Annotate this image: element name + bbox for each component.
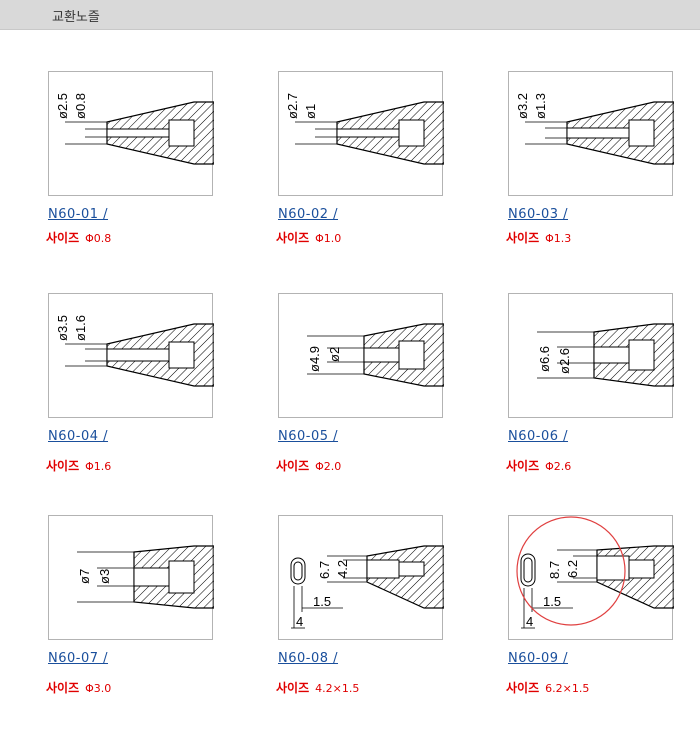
nozzle-drawing: 6.7 4.2 1.5 4: [290, 545, 444, 629]
slot-width-label: 1.5: [313, 594, 331, 609]
product-card: 6.7 4.2 1.5 4 N60-08 / 사이즈 4.2×1.5: [276, 515, 448, 695]
size-info: 사이즈 Φ1.3: [506, 229, 571, 246]
product-image[interactable]: ø3.5 ø1.6: [48, 293, 214, 418]
product-image[interactable]: ø2.5 ø0.8: [48, 71, 214, 196]
size-info: 사이즈 Φ0.8: [46, 229, 111, 246]
size-info: 사이즈 Φ3.0: [46, 679, 111, 696]
highlight-circle: [516, 516, 626, 626]
slot-length-label: 4: [526, 614, 533, 629]
inner-height-label: 6.2: [565, 560, 580, 578]
nozzle-drawing: ø3.2 ø1.3: [515, 93, 674, 165]
size-value: Φ1.0: [315, 232, 342, 245]
section-header: 교환노즐: [0, 0, 700, 30]
height-label: 6.7: [317, 561, 332, 579]
product-card: ø6.6 ø2.6 N60-06 / 사이즈 Φ2.6: [506, 293, 678, 473]
size-info: 사이즈 4.2×1.5: [276, 679, 359, 696]
size-info: 사이즈 Φ2.6: [506, 457, 571, 474]
size-label: 사이즈: [276, 681, 310, 695]
inner-diameter-label: ø2: [327, 347, 342, 362]
product-link[interactable]: N60-06 /: [508, 429, 569, 444]
size-info: 사이즈 6.2×1.5: [506, 679, 589, 696]
product-card: ø2.7 ø1 N60-02 / 사이즈 Φ1.0: [276, 71, 448, 245]
nozzle-drawing: ø7 ø3: [77, 545, 214, 609]
product-card: ø4.9 ø2 N60-05 / 사이즈 Φ2.0: [276, 293, 448, 473]
product-link[interactable]: N60-08 /: [278, 651, 339, 666]
size-info: 사이즈 Φ1.0: [276, 229, 341, 246]
nozzle-drawing: ø4.9 ø2: [307, 323, 444, 387]
size-label: 사이즈: [46, 231, 80, 245]
product-image[interactable]: 6.7 4.2 1.5 4: [278, 515, 444, 640]
nozzle-drawing: ø2.5 ø0.8: [55, 93, 214, 165]
outer-diameter-label: ø2.5: [55, 93, 70, 119]
product-card: ø3.2 ø1.3 N60-03 / 사이즈 Φ1.3: [506, 71, 678, 245]
product-link[interactable]: N60-07 /: [48, 651, 109, 666]
product-link[interactable]: N60-05 /: [278, 429, 339, 444]
size-value: 4.2×1.5: [315, 682, 360, 695]
section-title: 교환노즐: [52, 10, 100, 25]
outer-diameter-label: ø2.7: [285, 93, 300, 119]
product-link[interactable]: N60-02 /: [278, 207, 339, 222]
product-image[interactable]: ø4.9 ø2: [278, 293, 444, 418]
product-image[interactable]: ø7 ø3: [48, 515, 214, 640]
nozzle-drawing: ø6.6 ø2.6: [537, 323, 674, 387]
size-value: Φ3.0: [85, 682, 112, 695]
size-info: 사이즈 Φ2.0: [276, 457, 341, 474]
size-label: 사이즈: [276, 231, 310, 245]
size-label: 사이즈: [506, 459, 540, 473]
outer-diameter-label: ø4.9: [307, 346, 322, 372]
product-card: ø7 ø3 N60-07 / 사이즈 Φ3.0: [46, 515, 218, 695]
product-link[interactable]: N60-04 /: [48, 429, 109, 444]
outer-diameter-label: ø7: [77, 569, 92, 584]
inner-diameter-label: ø3: [97, 569, 112, 584]
size-label: 사이즈: [46, 459, 80, 473]
product-link[interactable]: N60-01 /: [48, 207, 109, 222]
inner-diameter-label: ø1.6: [73, 315, 88, 341]
product-link[interactable]: N60-09 /: [508, 651, 569, 666]
size-value: 6.2×1.5: [545, 682, 590, 695]
size-info: 사이즈 Φ1.6: [46, 457, 111, 474]
inner-diameter-label: ø0.8: [73, 93, 88, 119]
outer-diameter-label: ø3.2: [515, 93, 530, 119]
size-label: 사이즈: [506, 231, 540, 245]
nozzle-drawing: 8.7 6.2 1.5 4: [516, 516, 674, 629]
nozzle-drawing: ø2.7 ø1: [285, 93, 444, 165]
inner-diameter-label: ø1.3: [533, 93, 548, 119]
outer-diameter-label: ø3.5: [55, 315, 70, 341]
nozzle-drawing: ø3.5 ø1.6: [55, 315, 214, 387]
product-image[interactable]: ø6.6 ø2.6: [508, 293, 674, 418]
product-card: ø3.5 ø1.6 N60-04 / 사이즈 Φ1.6: [46, 293, 218, 473]
size-value: Φ1.6: [85, 460, 112, 473]
size-label: 사이즈: [506, 681, 540, 695]
product-image[interactable]: ø2.7 ø1: [278, 71, 444, 196]
inner-diameter-label: ø1: [303, 104, 318, 119]
size-label: 사이즈: [276, 459, 310, 473]
size-label: 사이즈: [46, 681, 80, 695]
product-link[interactable]: N60-03 /: [508, 207, 569, 222]
product-card: 8.7 6.2 1.5 4 N60-09 / 사이즈 6.2×1.5: [506, 515, 678, 695]
slot-length-label: 4: [296, 614, 303, 629]
product-image[interactable]: ø3.2 ø1.3: [508, 71, 674, 196]
product-image[interactable]: 8.7 6.2 1.5 4: [508, 515, 674, 640]
size-value: Φ1.3: [545, 232, 572, 245]
slot-width-label: 1.5: [543, 594, 561, 609]
size-value: Φ0.8: [85, 232, 112, 245]
size-value: Φ2.0: [315, 460, 342, 473]
outer-diameter-label: ø6.6: [537, 346, 552, 372]
size-value: Φ2.6: [545, 460, 572, 473]
product-card: ø2.5 ø0.8 N60-01 / 사이즈 Φ0.8: [46, 71, 218, 245]
inner-height-label: 4.2: [335, 560, 350, 578]
height-label: 8.7: [547, 561, 562, 579]
inner-diameter-label: ø2.6: [557, 348, 572, 374]
